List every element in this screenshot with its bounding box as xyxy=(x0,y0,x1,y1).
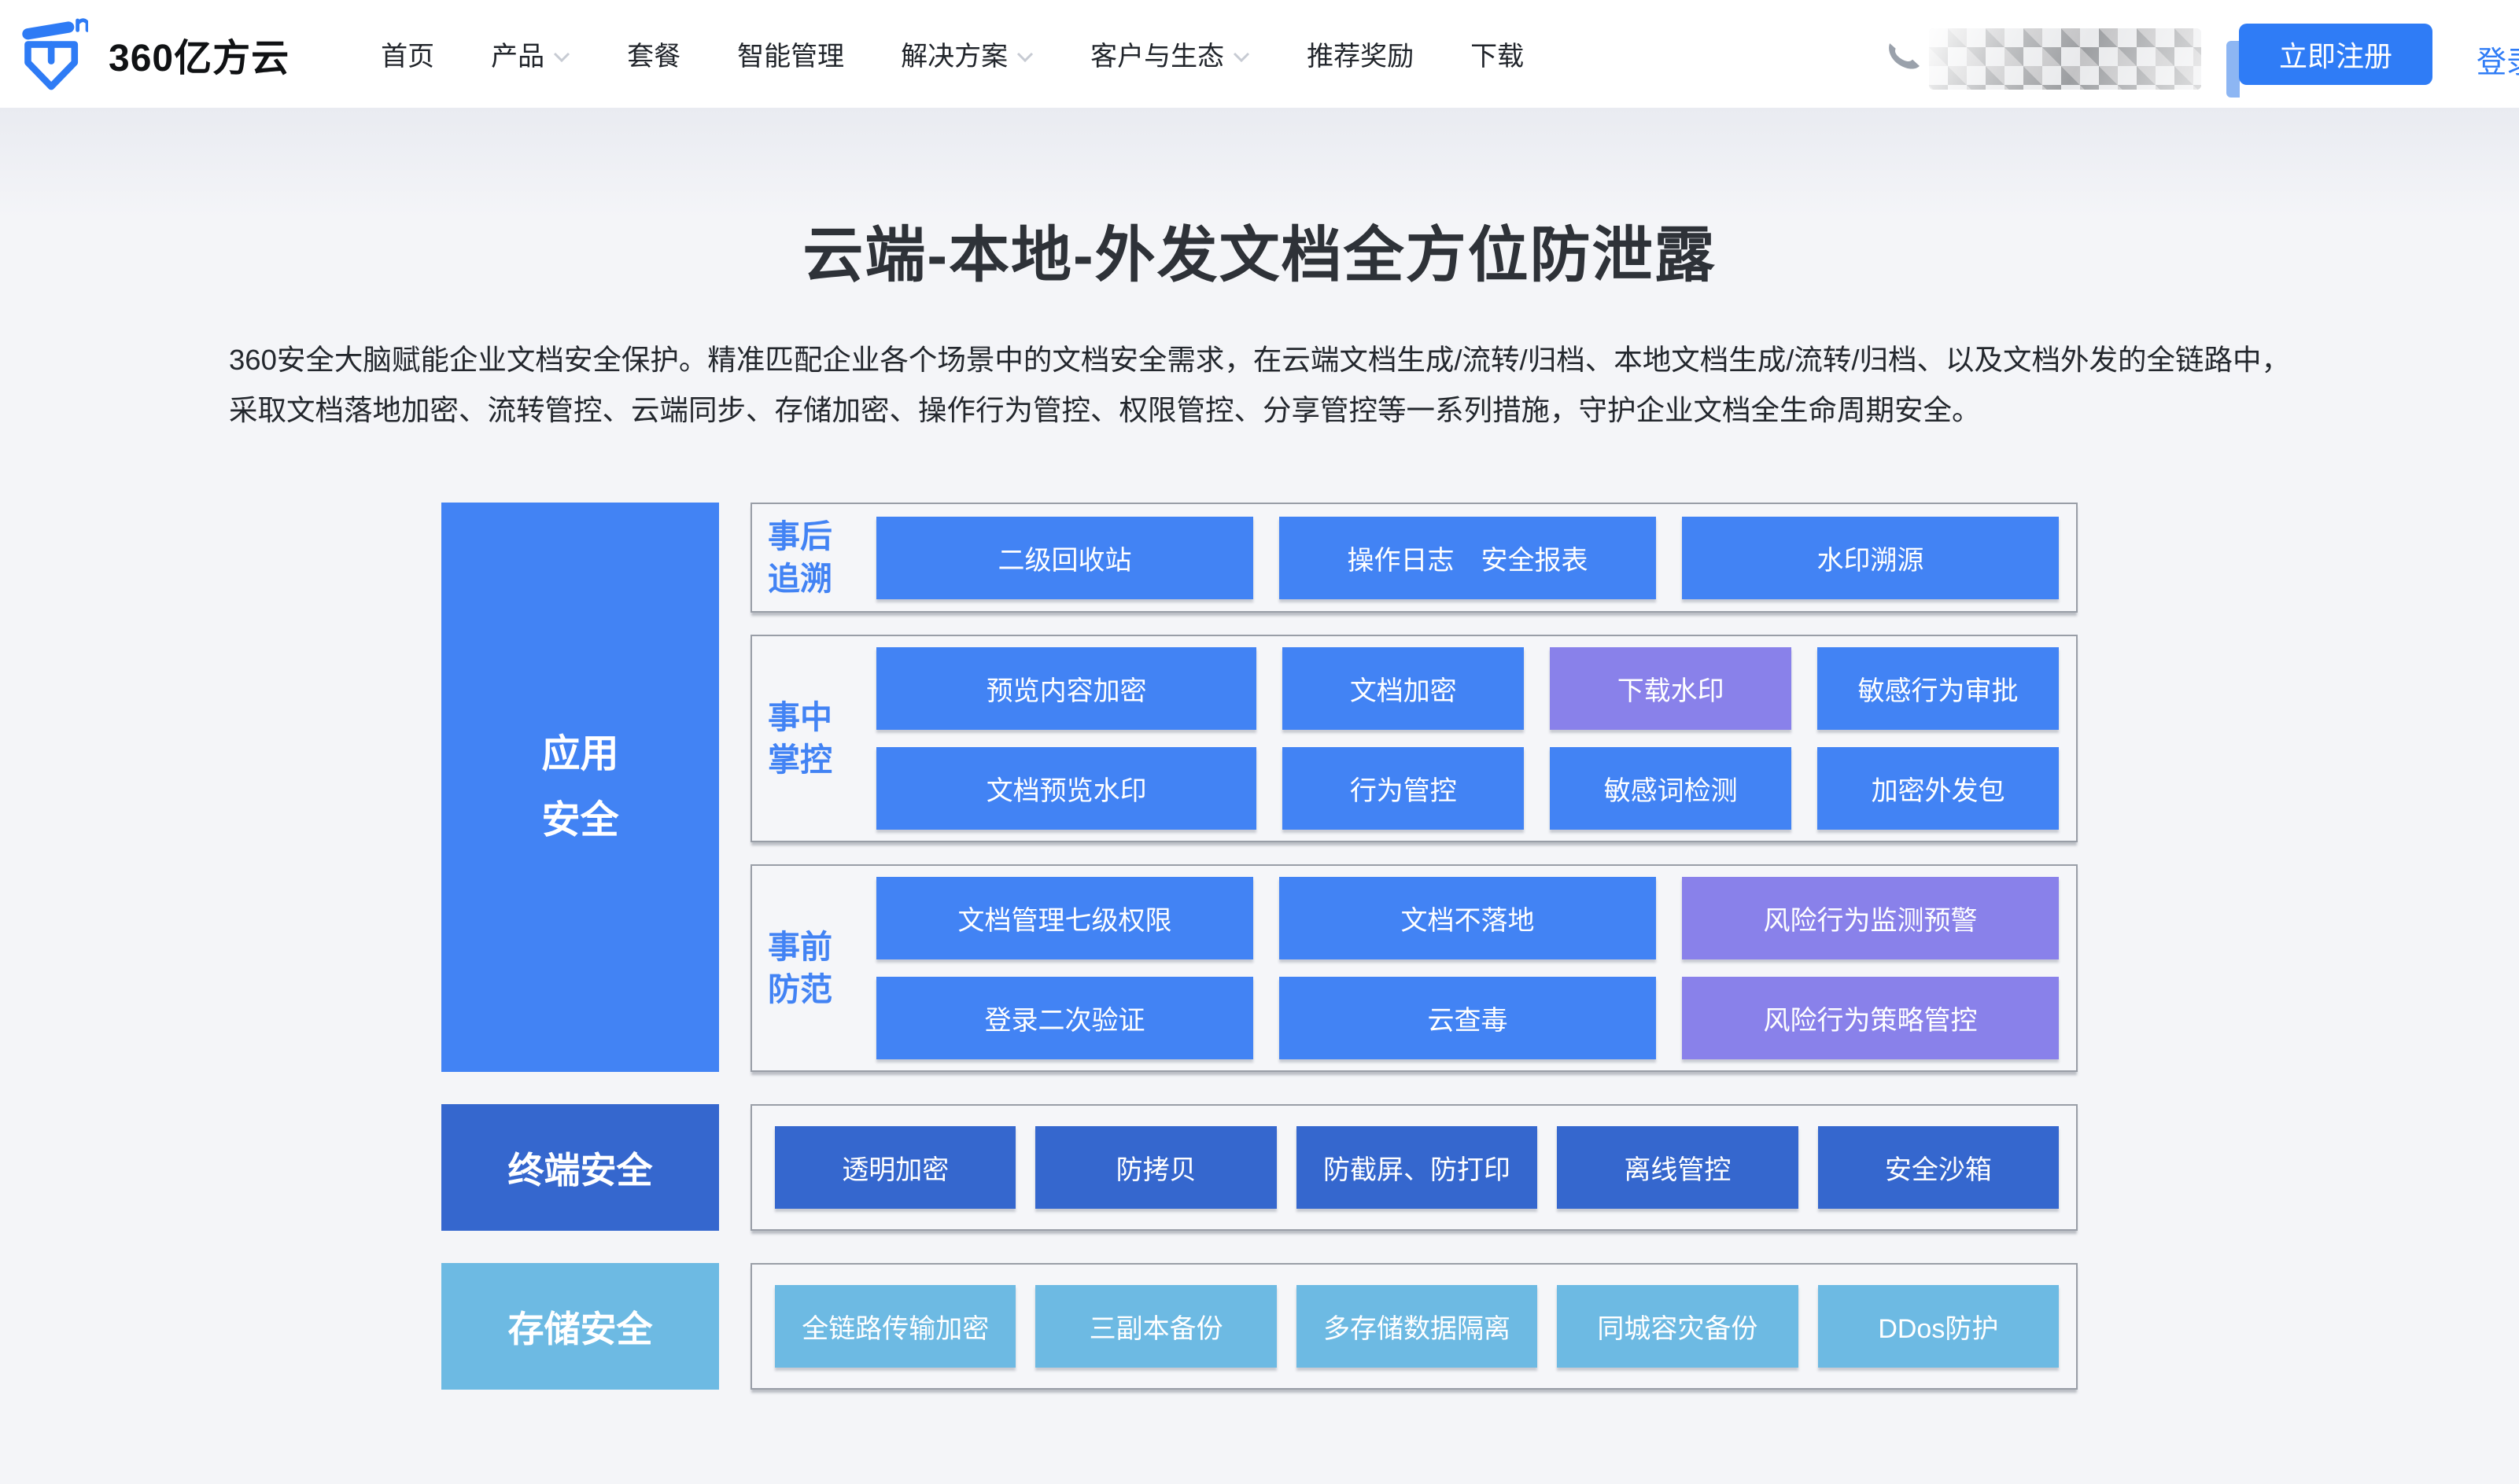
feature-sensitive-behavior-approval: 敏感行为审批 xyxy=(1817,647,2059,731)
feature-triple-replica-backup: 三副本备份 xyxy=(1035,1285,1277,1368)
nav-item-label: 客户与生态 xyxy=(1090,42,1225,72)
feature-anti-copy: 防拷贝 xyxy=(1035,1126,1277,1210)
top-nav: 360亿方云 首页 产品 套餐 智能管理 解决方案 客户与生态 推荐奖励 下载 xyxy=(0,0,2519,108)
nav-item-label: 产品 xyxy=(491,42,545,72)
nav-item-download[interactable]: 下载 xyxy=(1470,35,1524,73)
feature-full-link-transport-encryption: 全链路传输加密 xyxy=(775,1285,1016,1368)
diagram-row-app-security: 应用 安全 事后 追溯 二级回收站 操作日志 安全报表 水印溯源 事中 掌控 xyxy=(441,503,2078,1073)
section-post-event-trace: 事后 追溯 二级回收站 操作日志 安全报表 水印溯源 xyxy=(751,503,2078,613)
section-terminal-security: 透明加密 防拷贝 防截屏、防打印 离线管控 安全沙箱 xyxy=(751,1104,2078,1232)
nav-item-products[interactable]: 产品 xyxy=(491,35,570,73)
nav-item-label: 解决方案 xyxy=(901,42,1009,72)
nav-item-label: 下载 xyxy=(1470,42,1525,72)
feature-encrypted-outgoing-package: 加密外发包 xyxy=(1817,747,2059,830)
feature-operation-log-report: 操作日志 安全报表 xyxy=(1279,516,1656,599)
app-security-sections: 事后 追溯 二级回收站 操作日志 安全报表 水印溯源 事中 掌控 预览内容加密 xyxy=(751,503,2078,1073)
feature-offline-control: 离线管控 xyxy=(1557,1126,1798,1210)
nav-item-label: 推荐奖励 xyxy=(1307,42,1414,72)
feature-transparent-encryption: 透明加密 xyxy=(775,1126,1016,1210)
section-storage-security: 全链路传输加密 三副本备份 多存储数据隔离 同城容灾备份 DDos防护 xyxy=(751,1263,2078,1390)
section-pre-event-prevention: 事前 防范 文档管理七级权限 文档不落地 风险行为监测预警 登录二次验证 云查毒… xyxy=(751,864,2078,1073)
nav-item-customers-ecosystem[interactable]: 客户与生态 xyxy=(1090,35,1250,73)
nav-item-plans[interactable]: 套餐 xyxy=(627,35,680,73)
feature-document-no-landing: 文档不落地 xyxy=(1279,877,1656,960)
feature-anti-screenshot-print: 防截屏、防打印 xyxy=(1296,1126,1538,1210)
feature-watermark-trace: 水印溯源 xyxy=(1682,516,2059,599)
page-body: 云端-本地-外发文档全方位防泄露 360安全大脑赋能企业文档安全保护。精准匹配企… xyxy=(0,108,2519,1484)
diagram-row-terminal-security: 终端安全 透明加密 防拷贝 防截屏、防打印 离线管控 安全沙箱 xyxy=(441,1104,2078,1232)
feature-document-encryption: 文档加密 xyxy=(1282,647,1525,731)
section-label-post-event-trace: 事后 追溯 xyxy=(768,518,832,598)
page-description: 360安全大脑赋能企业文档安全保护。精准匹配企业各个场景中的文档安全需求，在云端… xyxy=(229,344,2290,426)
phone-icon xyxy=(1889,43,1920,69)
feature-preview-content-encryption: 预览内容加密 xyxy=(876,647,1257,731)
feature-ddos-protection: DDos防护 xyxy=(1817,1285,2060,1368)
nav-item-referral-rewards[interactable]: 推荐奖励 xyxy=(1307,35,1414,73)
feature-login-two-factor: 登录二次验证 xyxy=(876,977,1253,1060)
logo-icon xyxy=(22,17,88,90)
feature-download-watermark: 下载水印 xyxy=(1550,647,1792,731)
main-menu: 首页 产品 套餐 智能管理 解决方案 客户与生态 推荐奖励 下载 xyxy=(381,35,1524,73)
feature-seven-level-permission: 文档管理七级权限 xyxy=(876,877,1253,960)
nav-item-label: 套餐 xyxy=(627,42,681,72)
nav-item-label: 智能管理 xyxy=(737,42,845,72)
chevron-down-icon xyxy=(1234,52,1250,62)
feature-cloud-virus-scan: 云查毒 xyxy=(1279,977,1656,1060)
category-storage-security: 存储安全 xyxy=(441,1263,719,1390)
nav-item-home[interactable]: 首页 xyxy=(381,35,434,73)
security-diagram: 应用 安全 事后 追溯 二级回收站 操作日志 安全报表 水印溯源 事中 掌控 xyxy=(441,503,2078,1390)
diagram-row-storage-security: 存储安全 全链路传输加密 三副本备份 多存储数据隔离 同城容灾备份 DDos防护 xyxy=(441,1263,2078,1390)
nav-item-smart-management[interactable]: 智能管理 xyxy=(737,35,844,73)
nav-item-solutions[interactable]: 解决方案 xyxy=(901,35,1034,73)
feature-sensitive-word-detection: 敏感词检测 xyxy=(1550,747,1792,830)
feature-recycle-bin: 二级回收站 xyxy=(876,516,1253,599)
feature-security-sandbox: 安全沙箱 xyxy=(1817,1126,2060,1210)
page-title: 云端-本地-外发文档全方位防泄露 xyxy=(802,222,1717,289)
feature-behavior-control: 行为管控 xyxy=(1282,747,1525,830)
logo[interactable]: 360亿方云 xyxy=(19,15,290,94)
login-link[interactable]: 登录 xyxy=(2477,46,2519,79)
chevron-down-icon xyxy=(1017,52,1034,62)
feature-document-preview-watermark: 文档预览水印 xyxy=(876,747,1257,830)
nav-decor-strip xyxy=(2226,41,2240,98)
section-label-pre-event-prevention: 事前 防范 xyxy=(768,929,832,1008)
censored-phone-number xyxy=(1929,28,2201,90)
category-app-security: 应用 安全 xyxy=(441,503,719,1073)
feature-risk-behavior-policy: 风险行为策略管控 xyxy=(1682,977,2059,1060)
nav-item-label: 首页 xyxy=(381,42,435,72)
chevron-down-icon xyxy=(554,52,570,62)
logo-text: 360亿方云 xyxy=(109,37,290,79)
section-in-event-control: 事中 掌控 预览内容加密 文档加密 下载水印 敏感行为审批 文档预览水印 行为管… xyxy=(751,635,2078,843)
feature-risk-behavior-monitoring: 风险行为监测预警 xyxy=(1682,877,2059,960)
section-label-in-event-control: 事中 掌控 xyxy=(768,699,832,779)
register-button[interactable]: 立即注册 xyxy=(2239,24,2432,85)
category-terminal-security: 终端安全 xyxy=(441,1104,719,1232)
feature-multi-storage-isolation: 多存储数据隔离 xyxy=(1296,1285,1538,1368)
feature-same-city-disaster-backup: 同城容灾备份 xyxy=(1557,1285,1798,1368)
